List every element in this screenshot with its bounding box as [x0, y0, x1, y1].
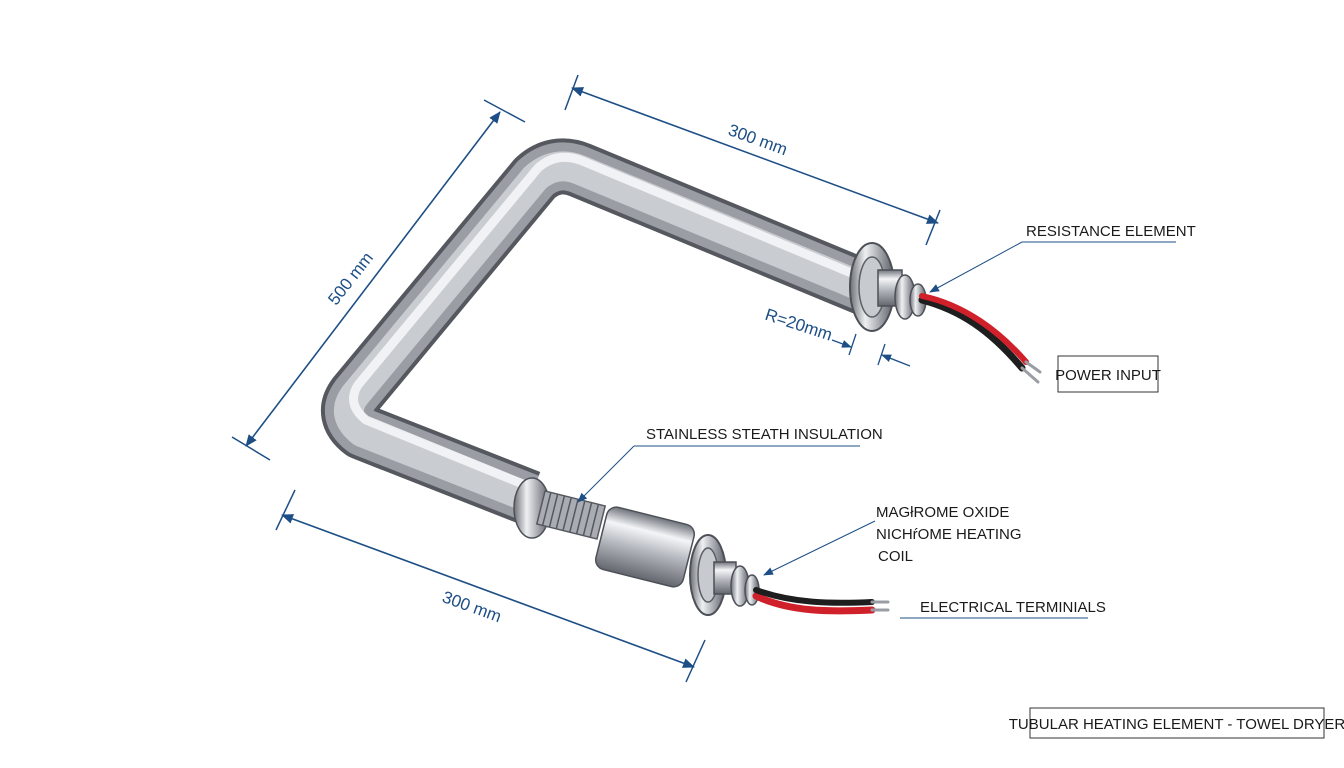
label-electrical-terminals: ELECTRICAL TERMINIALS: [900, 599, 1106, 619]
oxide-line3-text: COIL: [878, 548, 913, 565]
resistance-element-text: RESISTANCE ELEMENT: [1026, 223, 1196, 240]
dimension-top-text: 300 mm: [726, 120, 790, 159]
bottom-end-assembly: [513, 477, 760, 616]
dimension-radius-text: R=20mm: [763, 305, 835, 345]
power-input-text: POWER INPUT: [1055, 367, 1161, 384]
oxide-line1-text: MAGłROME OXIDE: [876, 504, 1009, 521]
bottom-lead-wires: [752, 587, 890, 615]
title-block-text: TUBULAR HEATING ELEMENT - TOWEL DRYER: [1009, 716, 1344, 733]
sheath-insulation-text: STAINLESS STEATH INSULATION: [646, 426, 883, 443]
electrical-terminals-text: ELECTRICAL TERMINIALS: [920, 599, 1106, 616]
label-oxide-coil: MAGłROME OXIDE NICHŕOME HEATING COIL: [763, 504, 1022, 576]
label-sheath-insulation: STAINLESS STEATH INSULATION: [577, 426, 883, 503]
label-power-input: POWER INPUT: [1055, 355, 1161, 393]
oxide-line2-text: NICHŕOME HEATING: [876, 526, 1022, 543]
label-resistance-element: RESISTANCE ELEMENT: [929, 223, 1196, 293]
dimension-left-text: 500 mm: [324, 249, 377, 309]
title-block: TUBULAR HEATING ELEMENT - TOWEL DRYER: [1009, 707, 1344, 739]
threaded-section: [535, 490, 607, 540]
top-end-fitting: [849, 242, 927, 332]
top-lead-wires: [918, 293, 1042, 384]
